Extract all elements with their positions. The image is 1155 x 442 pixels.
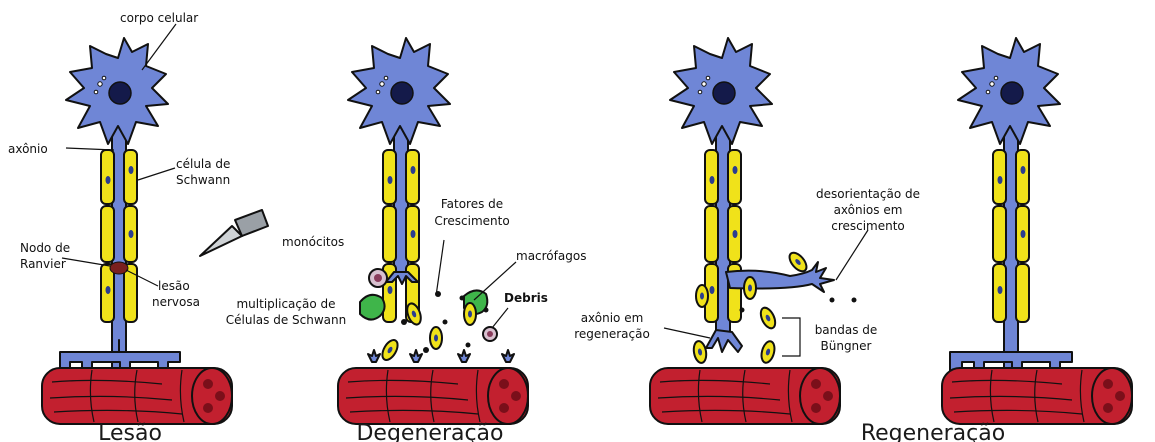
- label-axonio-regen-2: regeneração: [574, 327, 650, 341]
- monocyte-icon: [483, 327, 497, 341]
- label-axonio-regen-1: axônio em: [581, 311, 644, 325]
- label-desorientacao-1: desorientação de: [816, 187, 920, 201]
- panel-degeneracao: [338, 38, 528, 424]
- panel-lesao: [42, 38, 268, 424]
- label-lesao-2: nervosa: [152, 295, 200, 309]
- label-multiplicacao-1: multiplicação de: [236, 297, 335, 311]
- label-fatores-2: Crescimento: [434, 214, 509, 228]
- panel-regenerado: [942, 38, 1132, 424]
- lesion-spot: [110, 262, 128, 274]
- label-debris: Debris: [504, 291, 548, 305]
- panel-regeneracao: [650, 38, 857, 424]
- label-lesao-1: lesão: [158, 279, 190, 293]
- stage-lesao: Lesão: [98, 421, 162, 442]
- label-desorientacao-2: axônios em: [834, 203, 903, 217]
- stage-regeneracao: Regeneração: [861, 421, 1005, 442]
- label-bandas-2: Büngner: [821, 339, 872, 353]
- stage-degeneracao: Degeneração: [356, 421, 503, 442]
- label-nodo-1: Nodo de: [20, 241, 70, 255]
- label-desorientacao-3: crescimento: [831, 219, 905, 233]
- label-corpo-celular: corpo celular: [120, 11, 198, 25]
- label-bandas-1: bandas de: [815, 323, 878, 337]
- label-fatores-1: Fatores de: [441, 197, 503, 211]
- label-celula-schwann-2: Schwann: [176, 173, 230, 187]
- label-multiplicacao-2: Células de Schwann: [226, 313, 346, 327]
- label-nodo-2: Ranvier: [20, 257, 66, 271]
- stage-titles: Lesão Degeneração Regeneração: [98, 421, 1005, 442]
- macrophage-icon: [360, 295, 385, 320]
- label-macrofagos: macrófagos: [516, 249, 586, 263]
- label-celula-schwann-1: célula de: [176, 157, 230, 171]
- scalpel-icon: [200, 210, 268, 256]
- monocyte-icon: [369, 269, 387, 287]
- label-axonio: axônio: [8, 142, 48, 156]
- label-monocitos: monócitos: [282, 235, 344, 249]
